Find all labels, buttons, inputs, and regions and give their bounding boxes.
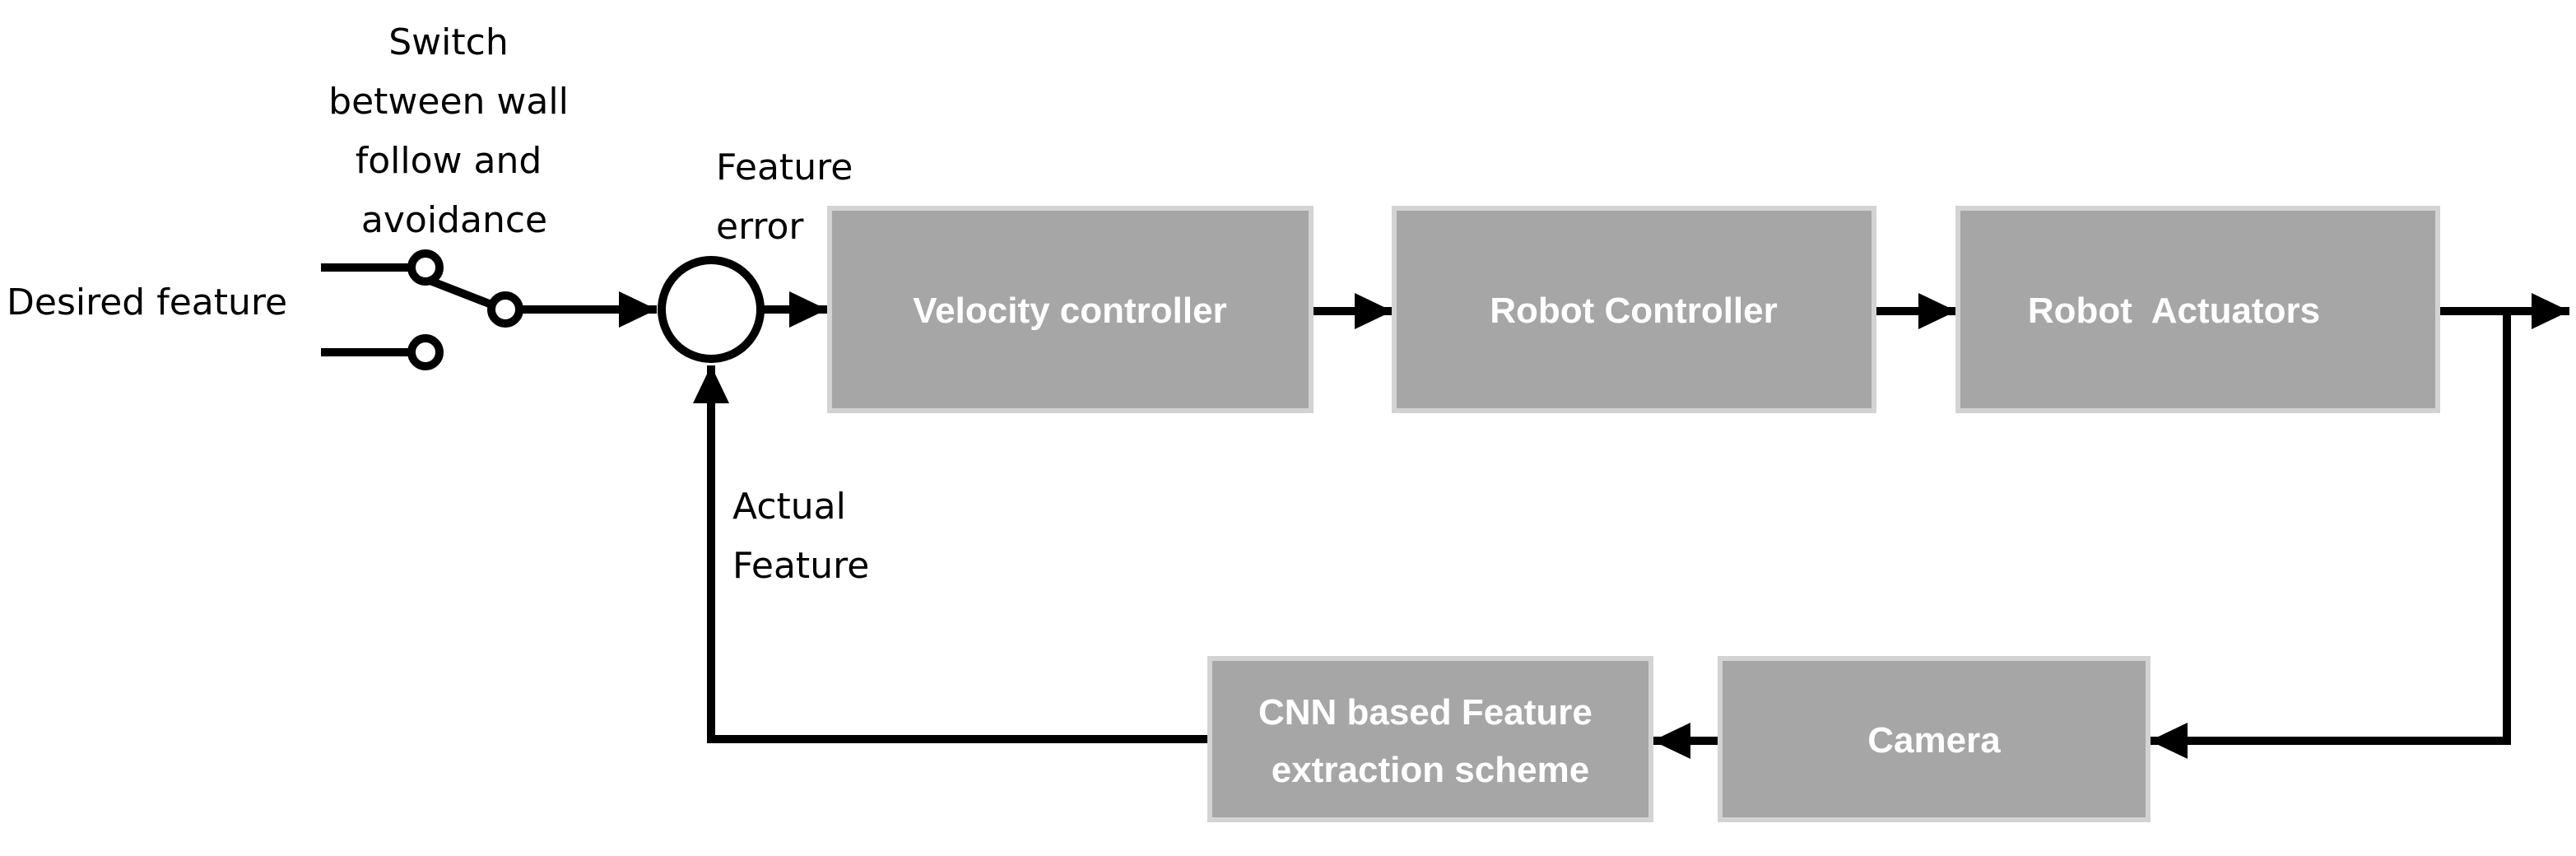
feature-error-label: Feature error — [716, 147, 864, 248]
actual-feature-feedback-arrow — [693, 365, 1210, 743]
switch-label: Switch between wall follow and avoidance — [328, 21, 580, 241]
robot-controller-block: Robot Controller — [1392, 206, 1876, 413]
desired-feature-label: Desired feature — [7, 281, 287, 323]
switch-symbol — [321, 249, 523, 370]
svg-text:Camera: Camera — [1867, 720, 2001, 761]
cnn-feature-extraction-block: CNN based Feature extraction scheme — [1207, 656, 1653, 822]
summing-junction — [658, 256, 765, 363]
svg-text:CNN based Feature extrac: CNN based Feature extraction scheme — [1258, 692, 1602, 790]
svg-text:Robot Actuators: Robot Actuators — [0, 0, 2370, 331]
feedback-to-camera-arrow — [2150, 311, 2511, 759]
actual-feature-label: Actual Feature — [732, 486, 869, 587]
svg-text:Robot Controller: Robot Controller — [1490, 291, 1778, 331]
robot-actuators-block: Robot Actuators — [0, 0, 2440, 413]
svg-text:Velocity controller: Velocity controller — [913, 291, 1226, 331]
velocity-controller-block: Velocity controller — [827, 206, 1314, 413]
camera-block: Camera — [1718, 656, 2151, 822]
